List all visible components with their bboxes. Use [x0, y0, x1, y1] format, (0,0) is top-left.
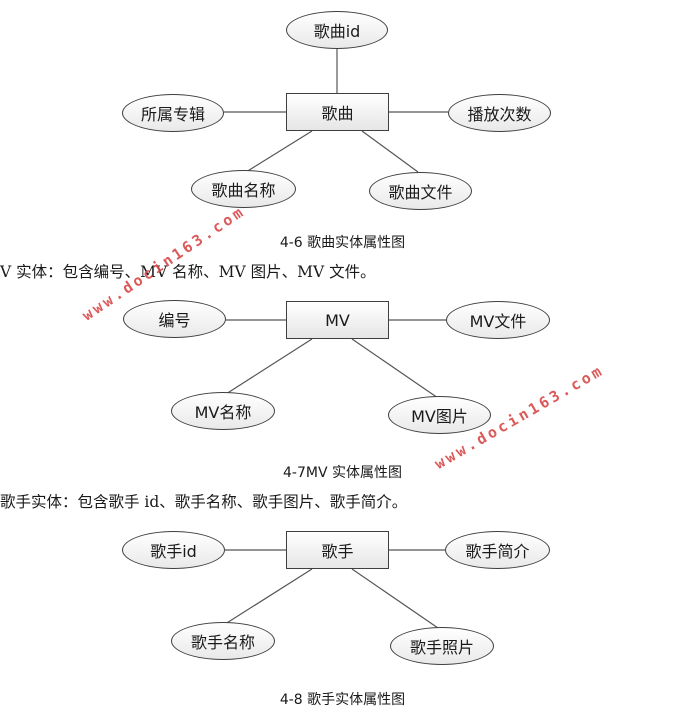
paragraph-mv-entity: V 实体：包含编号、MV 名称、MV 图片、MV 文件。	[0, 263, 376, 281]
entity-song: 歌曲	[286, 93, 389, 131]
entity-mv: MV	[286, 301, 389, 339]
attr-mv-name: MV名称	[171, 392, 275, 430]
attr-singer-name: 歌手名称	[171, 622, 275, 660]
edge-mv-name	[225, 338, 313, 395]
attr-singer-intro: 歌手简介	[445, 531, 550, 569]
edge-singer-photo	[351, 568, 439, 629]
attr-song-album: 所属专辑	[122, 94, 224, 132]
edge-song-file	[361, 130, 419, 173]
attr-mv-image: MV图片	[388, 396, 491, 434]
attr-singer-id: 歌手id	[122, 531, 225, 569]
edge-singer-name	[221, 568, 313, 627]
caption-fig-4-8: 4-8 歌手实体属性图	[279, 692, 406, 708]
caption-fig-4-7: 4-7MV 实体属性图	[283, 465, 402, 481]
caption-fig-4-6: 4-6 歌曲实体属性图	[279, 235, 406, 251]
attr-mv-file: MV文件	[446, 301, 550, 339]
attr-song-id: 歌曲id	[286, 11, 388, 49]
attr-song-file: 歌曲文件	[369, 172, 472, 210]
attr-mv-number: 编号	[123, 300, 226, 338]
paragraph-singer-entity: 歌手实体：包含歌手 id、歌手名称、歌手图片、歌手简介。	[0, 493, 408, 511]
entity-singer: 歌手	[286, 531, 389, 569]
attr-song-plays: 播放次数	[448, 94, 551, 132]
attr-singer-photo: 歌手照片	[390, 627, 494, 665]
edge-mv-image	[351, 338, 439, 399]
attr-song-name: 歌曲名称	[191, 170, 296, 208]
edge-song-name	[245, 130, 313, 173]
